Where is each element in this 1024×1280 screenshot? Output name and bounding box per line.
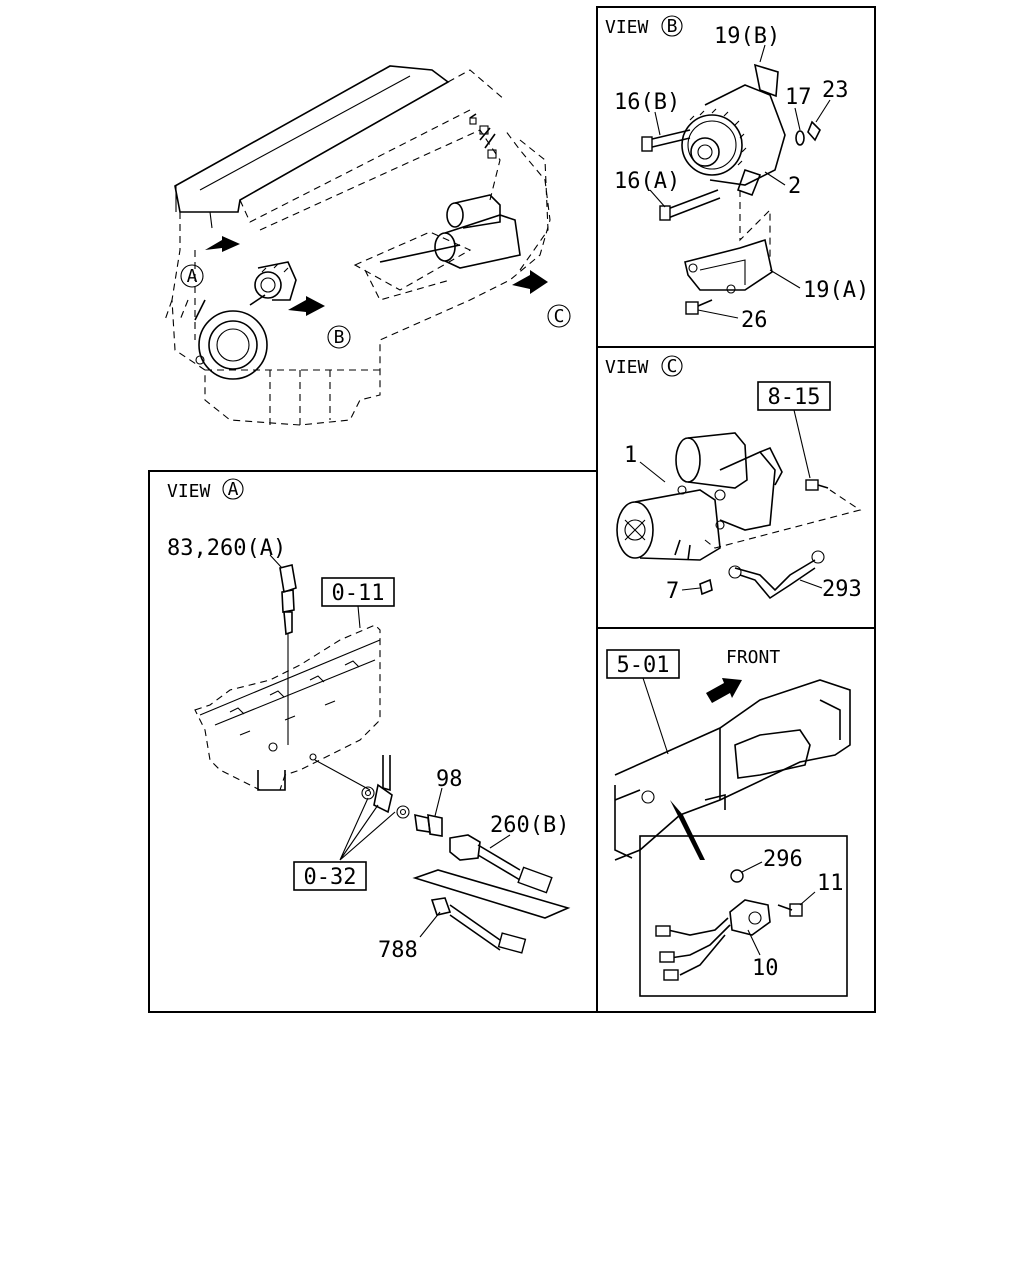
callout-16a: 16(A) [614,169,680,194]
view-a-leaders [269,554,511,938]
callout-16b: 16(B) [614,90,680,115]
view-a-frame [148,470,598,1013]
frame-rail-drawing [614,679,851,861]
view-c-leaders [639,409,823,591]
sensor-260-drawing [314,755,571,954]
callout-10: 10 [752,956,779,981]
view-a-callouts: 83,260(A) 98 260(B) 788 [167,536,569,963]
view-a-title: VIEW A [167,478,244,502]
callout-1: 1 [624,443,637,468]
callout-260b: 260(B) [490,813,569,838]
callout-2: 2 [788,174,801,199]
view-b-callouts: 19(B) 16(B) 17 23 16(A) 2 19(A) 26 [614,24,869,333]
arrow-view-b [288,296,325,316]
engine-overview [164,65,551,426]
view-a-letter: A [228,479,239,500]
ref-0-11: 0-11 [332,581,385,606]
cylinder-head-drawing [194,624,381,791]
callout-11: 11 [817,871,844,896]
view-b-letter: B [667,16,678,37]
marker-c-text: C [554,306,565,327]
view-front-leaders [642,677,816,956]
marker-b-text: B [334,327,345,348]
arrow-view-a [205,236,240,252]
callout-296: 296 [763,847,803,872]
callout-26: 26 [741,308,768,333]
callout-7: 7 [666,579,679,604]
alternator-drawing [641,63,821,315]
ref-8-15: 8-15 [768,385,821,410]
callout-19b: 19(B) [714,24,780,49]
view-c-ref-box: 8-15 [757,381,831,411]
callout-293: 293 [822,577,862,602]
starter-motor-drawing [616,432,862,600]
view-a-ref-boxes: 0-11 0-32 [293,577,395,891]
callout-19a: 19(A) [803,278,869,303]
marker-a-text: A [187,266,198,287]
marker-b: B [327,325,351,349]
callout-83-260a: 83,260(A) [167,536,286,561]
view-c-prefix: VIEW [605,357,649,378]
callout-23: 23 [822,78,849,103]
callout-17: 17 [785,85,812,110]
front-arrow [706,678,742,703]
view-b-prefix: VIEW [605,17,649,38]
view-front-ref-box: 5-01 [606,649,680,679]
view-front-callouts: 296 11 10 [752,847,844,981]
view-c-title: VIEW C [605,355,683,378]
panel-frames [148,6,876,1013]
ref-0-32: 0-32 [304,865,357,890]
view-b-title: VIEW B [605,15,683,38]
starter-sketch [353,194,521,301]
view-c-callouts: 1 7 293 [624,443,862,604]
callout-98: 98 [436,767,463,792]
marker-a: A [180,264,204,288]
marker-c: C [547,304,571,328]
arrow-view-c [512,270,548,294]
callout-788: 788 [378,938,418,963]
view-b-leaders [649,44,831,319]
view-c-letter: C [667,356,678,377]
front-inset [639,835,848,997]
view-a-prefix: VIEW [167,481,211,502]
ref-5-01: 5-01 [617,653,670,678]
front-label: FRONT [726,647,780,668]
sensor-83-drawing [279,564,297,745]
